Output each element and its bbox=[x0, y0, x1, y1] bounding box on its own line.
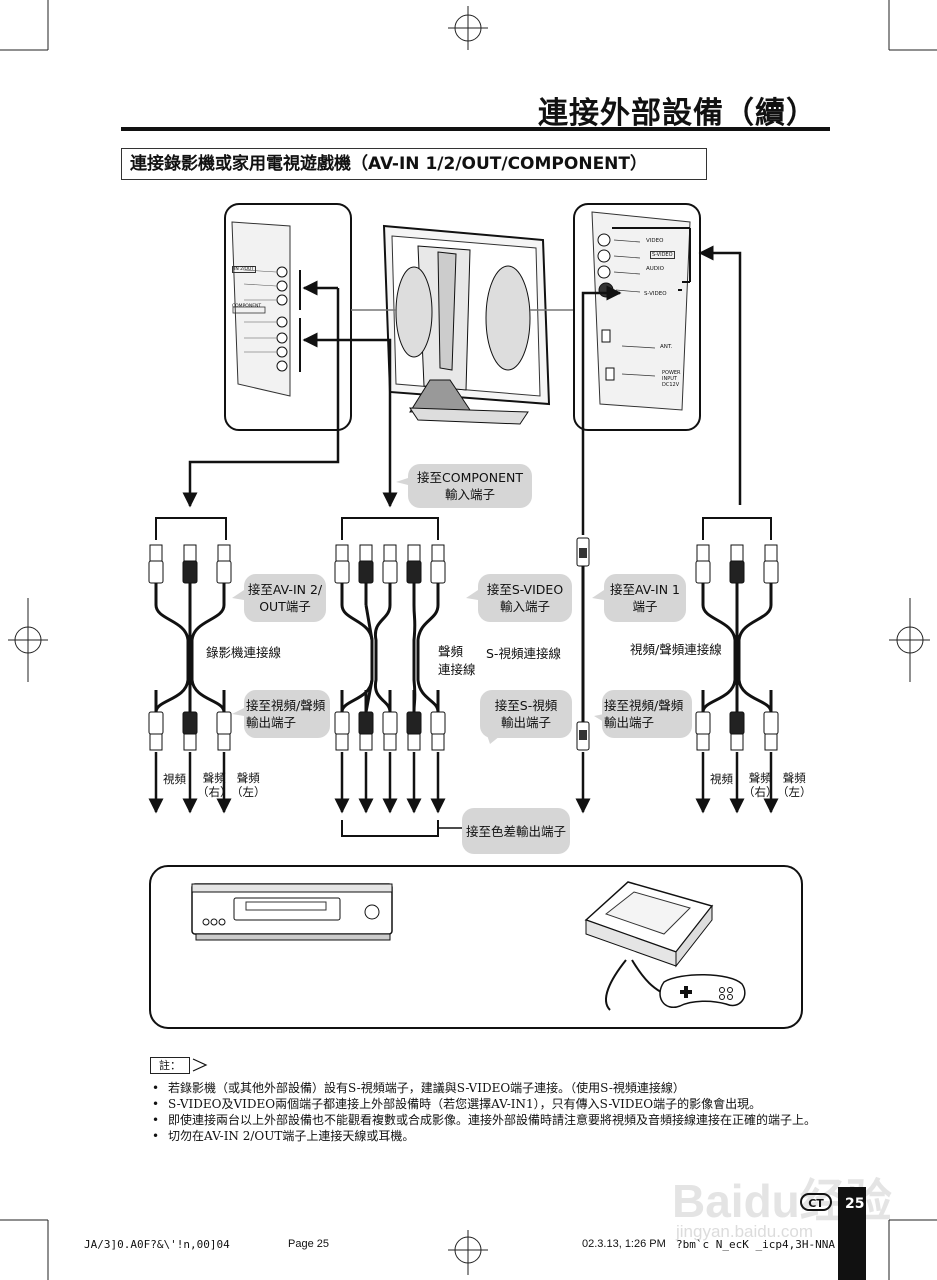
label-vcr-cable: 錄影機連接線 bbox=[206, 645, 282, 660]
page-number: 25 bbox=[845, 1196, 865, 1212]
note-label: 註： bbox=[150, 1057, 190, 1074]
language-badge: CT bbox=[800, 1193, 832, 1211]
label-video-left: 視頻 bbox=[163, 772, 186, 786]
tv-rear-view bbox=[351, 224, 574, 425]
page-tab bbox=[838, 1187, 866, 1280]
note-list: •若錄影機（或其他外部設備）設有S-視頻端子，建議與S-VIDEO端子連接。（使… bbox=[150, 1080, 840, 1144]
panel-label-ant: ANT. bbox=[660, 344, 673, 350]
vcr-cable-group bbox=[147, 517, 233, 814]
vcr-illustration bbox=[191, 883, 393, 941]
panel-label-svideo-tag: S-VIDEO bbox=[650, 251, 675, 259]
footer-code-left: JA/3]0.A0F?&\'!n,00]04 bbox=[84, 1238, 230, 1251]
watermark-url: jingyan.baidu.com bbox=[676, 1222, 814, 1241]
title-rule bbox=[121, 127, 830, 131]
label-audio-r-right: 聲頻（右） bbox=[743, 771, 778, 799]
panel-label-video: VIDEO bbox=[646, 238, 664, 244]
bubble-svideo-out: 接至S-視頻輸出端子 bbox=[480, 690, 572, 738]
footer-code-right: ?bm`c N_ecK _icp4,3H-NNA bbox=[676, 1238, 835, 1251]
game-console-illustration bbox=[584, 881, 746, 1011]
label-audio-cable: 聲頻連接線 bbox=[438, 644, 476, 677]
left-terminal-panel bbox=[224, 203, 352, 431]
panel-label-component: COMPONENT bbox=[232, 304, 262, 309]
panel-label-in2out: IN 2/OUT bbox=[232, 266, 257, 273]
right-terminal-panel bbox=[573, 203, 701, 431]
label-audio-l-left: 聲頻（左） bbox=[231, 771, 266, 799]
footer-page: Page 25 bbox=[288, 1238, 329, 1250]
component-cable-group bbox=[333, 517, 462, 837]
page-title: 連接外部設備（續） bbox=[538, 96, 817, 131]
label-video-right: 視頻 bbox=[710, 772, 733, 786]
bubble-av-out-right: 接至視頻/聲頻輸出端子 bbox=[602, 690, 692, 738]
note-item: •若錄影機（或其他外部設備）設有S-視頻端子，建議與S-VIDEO端子連接。（使… bbox=[152, 1081, 685, 1095]
panel-label-audio: AUDIO bbox=[646, 266, 664, 272]
av-cable-group bbox=[694, 517, 780, 814]
section-title: 連接錄影機或家用電視遊戲機（AV-IN 1/2/OUT/COMPONENT） bbox=[121, 148, 707, 180]
bubble-av-out-left: 接至視頻/聲頻輸出端子 bbox=[244, 690, 330, 738]
label-svideo-cable: S-視頻連接線 bbox=[486, 646, 561, 661]
bubble-av-in2-out: 接至AV-IN 2/OUT端子 bbox=[244, 574, 326, 622]
note-item: •即使連接兩台以上外部設備也不能觀看複數或合成影像。連接外部設備時請注意要將視頻… bbox=[152, 1113, 817, 1127]
svideo-cable-group bbox=[575, 537, 591, 814]
devices-box bbox=[149, 865, 803, 1029]
label-audio-l-right: 聲頻（左） bbox=[777, 771, 812, 799]
panel-label-svideo: S-VIDEO bbox=[644, 291, 667, 297]
label-av-cable: 視頻/聲頻連接線 bbox=[630, 642, 722, 657]
note-item: •S-VIDEO及VIDEO兩個端子都連接上外部設備時（若您選擇AV-IN1），… bbox=[152, 1097, 762, 1111]
label-audio-r-left: 聲頻（右） bbox=[197, 771, 232, 799]
note-item: •切勿在AV-IN 2/OUT端子上連接天線或耳機。 bbox=[152, 1129, 415, 1143]
bubble-component-out: 接至色差輸出端子 bbox=[462, 808, 570, 854]
footer-date: 02.3.13, 1:26 PM bbox=[582, 1238, 666, 1250]
